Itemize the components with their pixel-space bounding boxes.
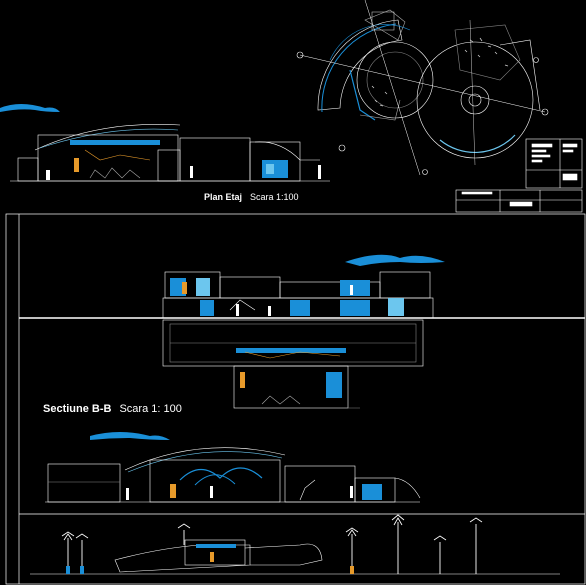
section-bb — [162, 254, 445, 409]
section-label: Sectiune B-B Scara 1: 100 — [43, 403, 182, 415]
section-label-name: Sectiune B-B — [43, 403, 112, 415]
lower-elevation — [45, 432, 421, 503]
plan-label-scale: Scara 1:100 — [250, 192, 299, 202]
plan-label-name: Plan Etaj — [204, 192, 243, 202]
sheet-frame — [5, 213, 586, 585]
top-elevation — [0, 104, 330, 182]
plan-label: Plan Etaj Scara 1:100 — [204, 192, 299, 202]
title-block — [455, 138, 583, 213]
circular-floor-plan — [296, 0, 549, 176]
section-label-scale: Scara 1: 100 — [119, 403, 182, 415]
site-elevation — [30, 514, 560, 575]
